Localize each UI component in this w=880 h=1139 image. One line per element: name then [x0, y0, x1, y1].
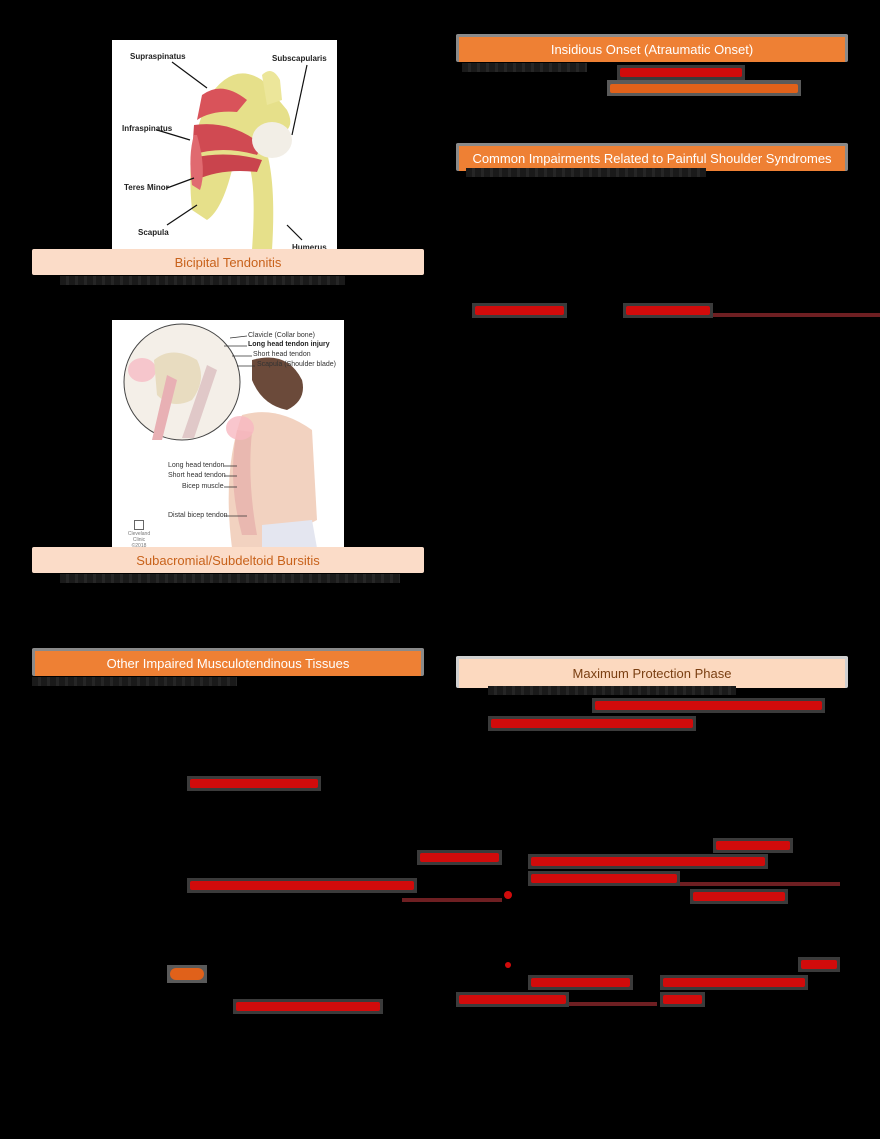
highlighted-text-orange: [607, 80, 801, 96]
header-other-impaired-tissues: Other Impaired Musculotendinous Tissues: [32, 648, 424, 676]
highlighted-text: [187, 878, 417, 893]
highlighted-text: [660, 975, 808, 990]
header-maximum-protection-phase-label: Maximum Protection Phase: [572, 666, 732, 681]
highlighted-text: [623, 303, 713, 318]
highlighted-text-orange: [167, 965, 207, 983]
label-short-head-tendon: Short head tendon: [168, 472, 226, 479]
hidden-body-line: [60, 276, 345, 285]
label-short-head-tendon-top: Short head tendon: [253, 351, 311, 358]
highlighted-text: [233, 999, 383, 1014]
label-distal-bicep-tendon: Distal bicep tendon: [168, 512, 228, 519]
logo-square-icon: [134, 520, 144, 530]
label-infraspinatus: Infraspinatus: [122, 124, 173, 133]
highlighted-text: [528, 871, 680, 886]
highlighted-text: [472, 303, 567, 318]
bullet-dot: [504, 891, 512, 899]
highlighted-text: [660, 992, 705, 1007]
underline-rule: [569, 1002, 657, 1006]
highlighted-text: [187, 776, 321, 791]
label-teres-minor: Teres Minor: [124, 183, 169, 192]
hidden-body-line: [32, 677, 237, 686]
header-common-impairments-label: Common Impairments Related to Painful Sh…: [472, 151, 832, 166]
highlighted-text: [690, 889, 788, 904]
label-humerus: Humerus: [292, 243, 327, 252]
underline-rule: [713, 313, 880, 317]
header-subacromial-bursitis: Subacromial/Subdeltoid Bursitis: [32, 547, 424, 573]
highlighted-text: [528, 975, 633, 990]
highlighted-text: [456, 992, 569, 1007]
header-other-impaired-tissues-label: Other Impaired Musculotendinous Tissues: [106, 656, 350, 671]
biceps-tendon-figure: Clavicle (Collar bone) Long head tendon …: [112, 320, 344, 548]
logo-text-cleveland: Cleveland: [127, 531, 151, 537]
highlighted-text: [417, 850, 502, 865]
label-scapula-shoulder-blade: Scapula (Shoulder blade): [257, 361, 336, 368]
logo-text-clinic: Clinic: [132, 537, 146, 543]
header-bicipital-tendonitis: Bicipital Tendonitis: [32, 249, 424, 275]
label-subscapularis: Subscapularis: [272, 54, 327, 63]
label-long-head-tendon-injury: Long head tendon injury: [248, 341, 330, 348]
cleveland-clinic-logo: Cleveland Clinic ©2018: [124, 520, 154, 548]
hidden-body-line: [466, 168, 706, 177]
underline-rule: [402, 898, 502, 902]
label-clavicle: Clavicle (Collar bone): [248, 332, 315, 339]
highlighted-text: [798, 957, 840, 972]
hidden-body-line: [488, 686, 736, 695]
header-maximum-protection-phase: Maximum Protection Phase: [456, 656, 848, 688]
highlighted-text: [617, 65, 745, 80]
rotator-cuff-figure: Supraspinatus Subscapularis Infraspinatu…: [112, 40, 337, 255]
label-bicep-muscle: Bicep muscle: [182, 483, 224, 490]
rotator-cuff-illustration: [156, 61, 308, 250]
header-insidious-onset-label: Insidious Onset (Atraumatic Onset): [550, 42, 754, 57]
underline-rule: [680, 882, 840, 886]
highlighted-text: [713, 838, 793, 853]
bullet-dot: [505, 962, 511, 968]
hidden-body-line: [462, 63, 587, 72]
label-scapula: Scapula: [138, 228, 169, 237]
highlighted-text: [592, 698, 825, 713]
label-long-head-tendon: Long head tendon: [168, 462, 225, 469]
header-common-impairments: Common Impairments Related to Painful Sh…: [456, 143, 848, 171]
header-bicipital-tendonitis-label: Bicipital Tendonitis: [174, 254, 282, 270]
highlighted-text: [488, 716, 696, 731]
label-supraspinatus: Supraspinatus: [130, 52, 186, 61]
logo-text-year: ©2018: [131, 543, 147, 548]
hidden-body-line: [60, 574, 400, 583]
header-subacromial-bursitis-label: Subacromial/Subdeltoid Bursitis: [136, 552, 320, 568]
header-insidious-onset: Insidious Onset (Atraumatic Onset): [456, 34, 848, 62]
biceps-illustration: [123, 323, 317, 548]
highlighted-text: [528, 854, 768, 869]
